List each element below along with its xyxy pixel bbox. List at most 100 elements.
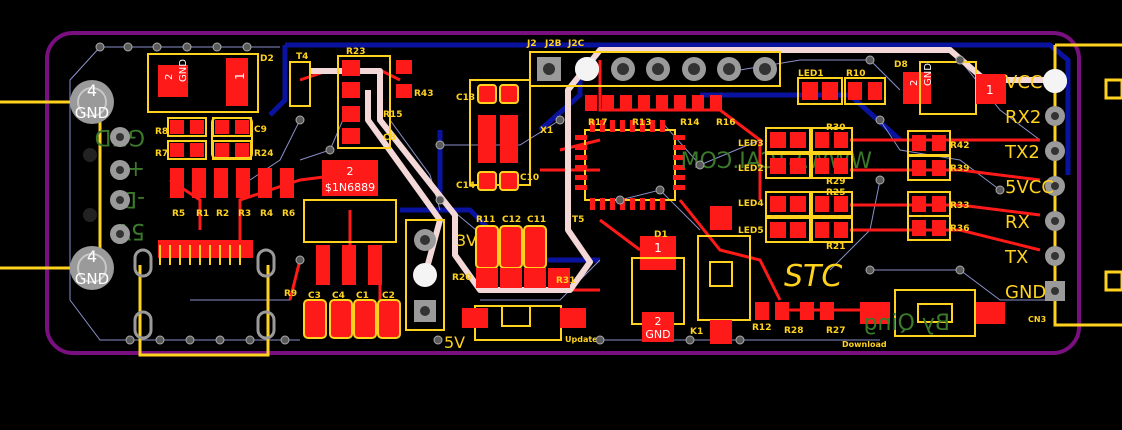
designator: R6 [282, 209, 295, 219]
designator: R12 [752, 323, 771, 333]
pad-number: 1 [654, 241, 662, 255]
designator: LED3 [738, 139, 764, 149]
designator: T4 [296, 52, 308, 62]
designator: R33 [950, 201, 969, 211]
designator: C12 [502, 215, 521, 225]
designator: K1 [690, 327, 703, 337]
author-ghost: By Qing [864, 311, 950, 336]
designator: LED2 [738, 164, 764, 174]
pad-net: GND [923, 63, 934, 86]
pad-net: GND [178, 59, 189, 82]
designator: R20 [452, 273, 471, 283]
designator: R23 [346, 47, 365, 57]
designator: R43 [414, 89, 433, 99]
usb-connector-outline [0, 100, 270, 357]
designator: R13 [632, 118, 651, 128]
designator: C14 [456, 181, 475, 191]
t4-r23-area [289, 55, 412, 149]
left-gnd-pad-bottom: 4 GND [70, 246, 114, 290]
pin-label: VCC [1005, 72, 1042, 93]
pad-net: $1N6889 [325, 181, 375, 194]
pad-number: 4 [87, 81, 97, 100]
left-resistor-bank [170, 120, 294, 198]
designator: R5 [172, 209, 185, 219]
designator: D2 [260, 54, 274, 64]
d1-k1-area: 1 2 GND [631, 206, 751, 344]
right-resistor-pairs [907, 130, 951, 241]
pad-number: 1 [233, 72, 247, 80]
pad-number: 2 [909, 80, 920, 86]
designator: R27 [826, 326, 845, 336]
pad-number: 2 [347, 165, 354, 178]
header-label: J2B [544, 39, 562, 49]
pad-number: 2 [164, 74, 175, 80]
pin-label: TX [1004, 247, 1028, 268]
designator: C3 [308, 291, 321, 301]
zener-diode: 2 $1N6889 [303, 160, 397, 285]
pin-label: TX2 [1004, 142, 1040, 163]
designator: R29 [826, 177, 845, 187]
designator: R7 [155, 149, 168, 159]
designator-labels: T4 R23 D2 R43 R15 C8 C9 R8 R7 R24 R5 R1 … [155, 47, 969, 337]
pin-label: GND [1005, 282, 1046, 303]
d8-pad: 2 GND 1 [903, 61, 1006, 115]
resistor-row-r13 [585, 95, 722, 111]
download-label: Download [842, 340, 887, 349]
designator: R11 [476, 215, 495, 225]
designator: C4 [332, 291, 345, 301]
designator: T5 [572, 215, 584, 225]
designator: R42 [950, 141, 969, 151]
designator: D8 [894, 60, 908, 70]
designator: C11 [527, 215, 546, 225]
designator: R28 [784, 326, 803, 336]
designator: R30 [826, 123, 845, 133]
update-label: Update [565, 335, 598, 344]
pad-net: GND [75, 104, 109, 122]
download-button-footprint [755, 289, 1005, 337]
stc-logo: STC [784, 259, 842, 294]
crystal-x1 [469, 79, 531, 191]
designator: R25 [826, 188, 845, 198]
designator: R24 [254, 149, 273, 159]
connector-label: CN3 [1028, 315, 1046, 324]
mid-cap-block [475, 225, 570, 288]
designator: R10 [846, 69, 865, 79]
pad-number: 2 [655, 315, 662, 328]
designator: C2 [382, 291, 395, 301]
header-label: J2C [567, 39, 585, 49]
designator: LED5 [738, 226, 764, 236]
vias [95, 42, 1005, 345]
left-pin-column [83, 127, 130, 244]
label-3v: 3V [456, 231, 477, 250]
d2-pad: 2 GND 1 [147, 53, 259, 113]
board-outline [45, 31, 1081, 355]
pad-net: GND [75, 270, 109, 288]
designator: R1 [196, 209, 209, 219]
led-bank [765, 127, 853, 243]
pin-label: RX2 [1005, 107, 1041, 128]
designator: R15 [383, 110, 402, 120]
designator: LED4 [738, 199, 764, 209]
label-5v: 5V [444, 333, 465, 352]
designator: LED1 [798, 69, 824, 79]
designator: C1 [356, 291, 369, 301]
usb-c-footprint [133, 240, 276, 340]
pad-number: 1 [986, 83, 994, 97]
designator: R3 [238, 209, 251, 219]
designator: R9 [284, 289, 297, 299]
designator: R21 [826, 242, 845, 252]
designator: R39 [950, 164, 969, 174]
designator: R36 [950, 224, 969, 234]
designator: C8 [383, 133, 396, 143]
pad-net: GND [645, 328, 670, 341]
right-connector-cn3: VCC RX2 TX2 5VCC RX TX GND CN3 [1004, 43, 1122, 327]
designator: C13 [456, 93, 475, 103]
designator: D1 [654, 230, 668, 240]
highlight-vias [413, 57, 1067, 287]
designator: C9 [254, 125, 267, 135]
designator: R14 [680, 118, 699, 128]
c9-area [211, 117, 253, 159]
designator: R31 [556, 276, 575, 286]
designator: R4 [260, 209, 273, 219]
